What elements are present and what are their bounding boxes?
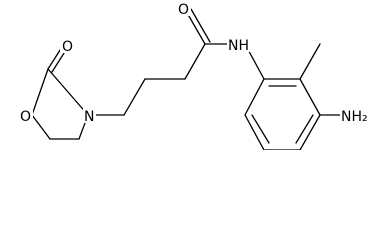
- bond-ring-2: [299, 78, 321, 116]
- bond-ring-6: [244, 78, 265, 116]
- bond-n3-c2: [47, 68, 89, 116]
- bond-methyl: [299, 43, 321, 80]
- bond-c2-o1: [31, 68, 49, 116]
- structure-diagram: O O N O NH NH₂: [19, 0, 372, 150]
- bond-c2-oxo-b: [51, 49, 67, 73]
- bond-c2-oxo-a: [47, 46, 63, 70]
- bond-lines: [31, 8, 344, 150]
- bond-ch2-co: [184, 43, 206, 80]
- amide-nh-label: NH: [228, 38, 249, 54]
- bond-co-o-a: [185, 10, 206, 45]
- bond-ch2-ch2: [123, 78, 146, 116]
- oxo-oxygen-label: O: [62, 39, 73, 55]
- amine-label: NH₂: [341, 109, 368, 125]
- bond-ring-inner-3: [251, 114, 270, 144]
- ring-nitrogen-label: N: [84, 109, 94, 125]
- bond-ring-5: [244, 114, 265, 150]
- bond-ring-3: [299, 114, 321, 150]
- carbonyl-oxygen-label: O: [178, 2, 189, 18]
- bond-co-o-b: [190, 8, 211, 43]
- atom-labels: O O N O NH NH₂: [19, 0, 372, 125]
- ring-oxygen-label: O: [20, 109, 31, 125]
- bond-o1-c5: [31, 114, 51, 140]
- bond-ring-inner-2: [295, 114, 314, 144]
